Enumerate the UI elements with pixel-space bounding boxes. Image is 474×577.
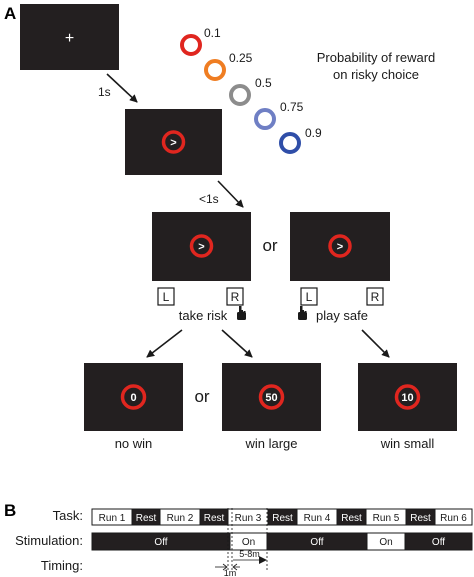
timing-5-8m: 5-8m	[239, 549, 260, 559]
fixation-screen: +	[20, 4, 119, 70]
prob-label-2: 0.5	[255, 76, 272, 90]
task-block-7: Rest	[336, 508, 367, 526]
ring-0.75-icon	[254, 108, 276, 130]
task-block-text-8: Run 5	[373, 513, 400, 524]
outcome-ring-icon-3	[394, 384, 421, 410]
choice-cue-symbol-1: >	[198, 241, 204, 253]
panel-b-label: B	[4, 501, 16, 520]
cue-symbol: >	[170, 137, 176, 149]
arrow-to-no-win	[146, 329, 183, 358]
task-block-2: Run 2	[159, 508, 201, 526]
probability-title-line1: Probability of reward	[317, 50, 436, 65]
stim-block-text-1: On	[242, 537, 255, 548]
ring-0.9-icon	[279, 132, 301, 154]
timing-markers: 5-8m 1m	[215, 508, 268, 577]
outcome-value-0: 0	[130, 392, 136, 404]
task-block-9: Rest	[405, 508, 436, 526]
timing-1m: 1m	[224, 568, 237, 577]
prob-label-0: 0.1	[204, 26, 221, 40]
task-row: Run 1 Rest Run 2 Rest Run 3 Rest Run 4 R…	[91, 508, 473, 526]
task-block-1: Rest	[131, 508, 161, 526]
ring-0.5-icon	[229, 84, 251, 106]
task-block-10: Run 6	[434, 508, 473, 526]
arrow-cue-to-choice	[217, 180, 244, 208]
outcome-caption-0: no win	[115, 436, 153, 451]
outcome-caption-1: win large	[244, 436, 297, 451]
task-block-text-10: Run 6	[440, 513, 467, 524]
stim-block-1: On	[229, 532, 268, 551]
key-r-2: R	[371, 290, 380, 304]
arrow-to-win-small	[361, 329, 390, 358]
or-label-outcome: or	[194, 387, 209, 406]
outcome-caption-2: win small	[380, 436, 435, 451]
arrow-fixation-to-cue	[106, 73, 138, 103]
stim-block-text-3: On	[379, 537, 392, 548]
stim-block-text-4: Off	[432, 537, 445, 548]
outcome-screen-win-small: 10	[358, 363, 457, 431]
task-block-4: Run 3	[227, 508, 269, 526]
timing-row-label: Timing:	[41, 558, 83, 573]
hand-press-icon	[237, 306, 246, 320]
hand-press-icon-2	[298, 306, 307, 320]
task-block-text-9: Rest	[410, 513, 431, 524]
outcome-value-2: 10	[401, 392, 413, 404]
key-r-1: R	[231, 290, 240, 304]
outcome-screen-win-large: 50	[222, 363, 321, 431]
probability-rings: 0.1 0.25 0.5 0.75 0.9	[180, 26, 322, 154]
choice-ring-icon-2	[328, 234, 352, 258]
stimulation-row-label: Stimulation:	[15, 533, 83, 548]
stim-block-2: Off	[266, 532, 368, 551]
choice-cue-symbol-2: >	[337, 241, 343, 253]
task-block-text-3: Rest	[204, 513, 225, 524]
probability-title-line2: on risky choice	[333, 67, 419, 82]
panel-a-label: A	[4, 4, 16, 23]
task-block-text-5: Rest	[272, 513, 293, 524]
outcome-screen-no-win: 0	[84, 363, 183, 431]
or-label-choice: or	[262, 236, 277, 255]
task-block-text-1: Rest	[136, 513, 157, 524]
prob-label-4: 0.9	[305, 126, 322, 140]
outcome-ring-icon-2	[258, 384, 285, 410]
task-block-text-6: Run 4	[304, 513, 331, 524]
keys-take-risk: L R	[157, 287, 246, 320]
choice-ring-icon	[189, 234, 214, 258]
fixation-cross: +	[65, 30, 74, 47]
stim-block-0: Off	[91, 532, 231, 551]
task-block-8: Run 5	[365, 508, 407, 526]
task-block-text-0: Run 1	[99, 513, 126, 524]
ring-0.1-icon	[180, 34, 202, 56]
key-l-2: L	[306, 290, 313, 304]
outcome-ring-icon-1	[120, 384, 147, 410]
task-block-6: Run 4	[296, 508, 338, 526]
take-risk-label: take risk	[179, 308, 228, 323]
task-block-text-2: Run 2	[167, 513, 194, 524]
task-block-3: Rest	[199, 508, 229, 526]
key-l-1: L	[163, 290, 170, 304]
stim-block-text-2: Off	[310, 537, 323, 548]
stimulation-row: Off On Off On Off	[91, 532, 473, 551]
cue-ring-icon	[161, 130, 186, 154]
task-block-text-4: Run 3	[235, 513, 262, 524]
ring-0.25-icon	[204, 59, 226, 81]
task-block-0: Run 1	[91, 508, 133, 526]
task-block-5: Rest	[267, 508, 298, 526]
arrow-to-win-large	[221, 329, 253, 358]
choice-screen-play-safe: >	[290, 212, 390, 281]
prob-label-3: 0.75	[280, 100, 304, 114]
stim-block-4: Off	[404, 532, 473, 551]
task-block-text-7: Rest	[341, 513, 362, 524]
choice-screen-take-risk: >	[152, 212, 251, 281]
cue-screen: >	[125, 109, 222, 175]
prob-label-1: 0.25	[229, 51, 253, 65]
stim-block-3: On	[366, 532, 406, 551]
task-row-label: Task:	[53, 508, 83, 523]
keys-play-safe: L R	[298, 287, 384, 320]
stim-block-text-0: Off	[154, 537, 167, 548]
outcome-value-1: 50	[265, 392, 277, 404]
delay-lt1s-label: <1s	[199, 192, 219, 206]
delay-1s-label: 1s	[98, 85, 111, 99]
play-safe-label: play safe	[316, 308, 368, 323]
